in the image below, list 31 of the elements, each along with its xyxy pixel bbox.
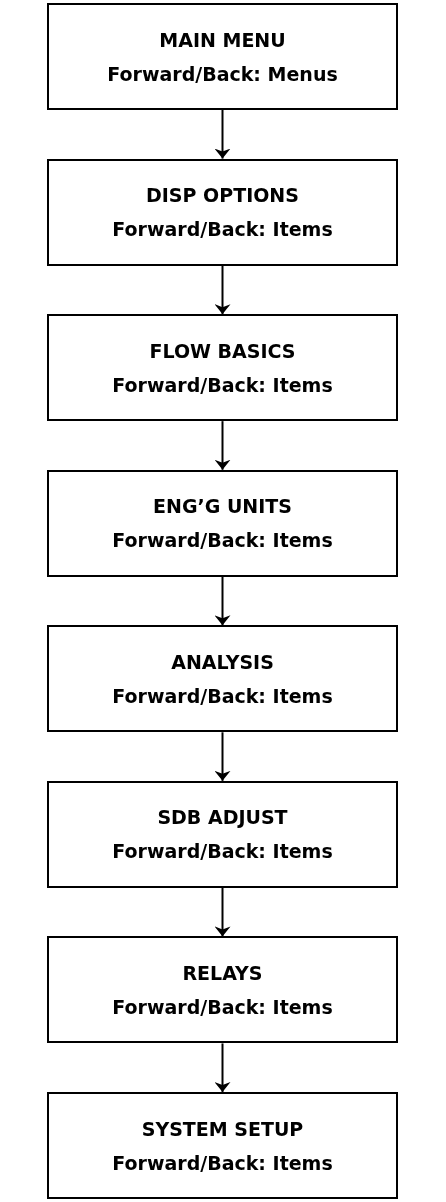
menu-title: DISP OPTIONS xyxy=(146,183,299,209)
menu-box xyxy=(47,314,398,422)
menu-title: ENG’G UNITS xyxy=(153,494,292,520)
menu-title: SYSTEM SETUP xyxy=(141,1116,304,1142)
navigation-hint: Forward/Back: Items xyxy=(112,839,333,865)
navigation-hint: Forward/Back: Items xyxy=(112,994,333,1020)
menu-title: ANALYSIS xyxy=(171,649,274,675)
navigation-hint: Forward/Back: Items xyxy=(112,683,333,709)
menu-title: RELAYS xyxy=(182,960,263,986)
arrow xyxy=(214,886,231,938)
arrow xyxy=(214,1042,231,1093)
arrow xyxy=(214,575,231,627)
menu-box xyxy=(47,936,398,1044)
menu-box xyxy=(47,469,398,577)
navigation-hint: Forward/Back: Items xyxy=(112,217,333,243)
navigation-hint: Forward/Back: Items xyxy=(112,1150,333,1176)
menu-title: MAIN MENU xyxy=(159,27,286,53)
menu-box xyxy=(47,3,398,110)
menu-box xyxy=(47,158,398,266)
navigation-hint: Forward/Back: Items xyxy=(112,528,333,554)
arrow xyxy=(214,109,231,160)
navigation-hint: Forward/Back: Menus xyxy=(107,61,338,87)
menu-title: SDB ADJUST xyxy=(157,805,288,831)
menu-box xyxy=(47,1092,398,1199)
navigation-hint: Forward/Back: Items xyxy=(112,372,333,398)
arrow xyxy=(214,264,231,316)
menu-box xyxy=(47,625,398,733)
arrow xyxy=(214,420,231,471)
menu-title: FLOW BASICS xyxy=(149,338,296,364)
menu-box xyxy=(47,780,398,888)
arrow xyxy=(214,731,231,782)
